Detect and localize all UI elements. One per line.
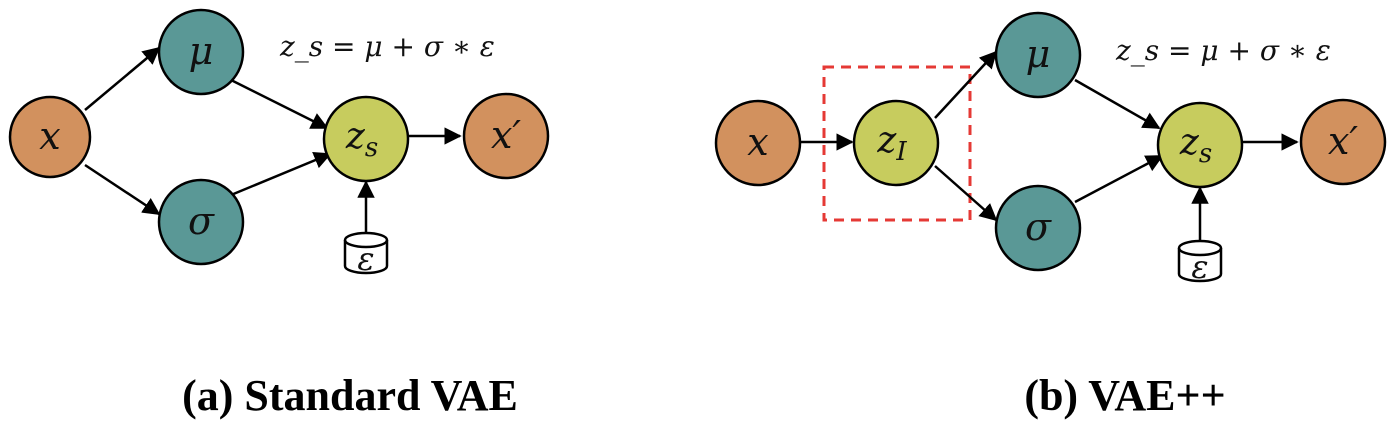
node-zs-b-circle	[1156, 101, 1244, 189]
node-sigma-b-circle	[994, 184, 1082, 272]
noise-eps-b-label: ε	[1191, 248, 1208, 286]
node-xprime-label: x′	[491, 113, 521, 157]
node-xprime-b: x′	[1299, 98, 1387, 186]
node-zs-sub: s	[365, 133, 378, 163]
node-zs-b-label: zs	[1179, 122, 1212, 169]
edge-sigma-zs-b	[1074, 154, 1164, 204]
edge-mu-zs-b	[1074, 78, 1161, 130]
node-x-label: x	[39, 114, 60, 158]
edge-x-mu	[84, 46, 161, 111]
node-mu-b-circle	[994, 11, 1082, 99]
highlight-box	[822, 65, 972, 222]
node-mu-label: μ	[189, 29, 214, 73]
node-x-b-label: x	[747, 120, 768, 164]
panel-standard-vae: x μ σ zs x′ ε z_s = μ + σ ∗ ε (a) Standa…	[8, 8, 550, 420]
node-mu-b: μ	[994, 11, 1082, 99]
node-zi-circle	[852, 99, 940, 187]
noise-eps-label: ε	[357, 240, 374, 278]
edge-zi-mu	[934, 50, 998, 119]
node-x-b-circle	[714, 99, 802, 187]
node-xprime: x′	[462, 92, 550, 180]
node-zs-b: zs	[1156, 101, 1244, 189]
node-sigma-circle	[157, 178, 245, 266]
node-x-circle	[8, 95, 92, 179]
edge-zi-sigma	[934, 165, 998, 222]
node-xprime-circle	[462, 92, 550, 180]
node-zi: zI	[852, 99, 940, 187]
caption-b: (b) VAE++	[1024, 371, 1225, 420]
caption-a: (a) Standard VAE	[182, 371, 518, 420]
edge-mu-zs	[230, 78, 329, 130]
reparam-equation: z_s = μ + σ ∗ ε	[279, 30, 495, 63]
noise-source-b-icon: ε	[1177, 239, 1223, 286]
edge-sigma-zs	[230, 151, 332, 197]
node-x-b: x	[714, 99, 802, 187]
panel-vae-plus-plus: x zI μ σ zs x′ ε z_s = μ + σ ∗ ε	[714, 11, 1387, 420]
node-mu-circle	[157, 8, 245, 96]
node-x: x	[8, 95, 92, 179]
node-zi-sub: I	[895, 137, 907, 167]
node-xprime-b-circle	[1299, 98, 1387, 186]
node-zs-main: z	[345, 116, 366, 157]
node-sigma-b: σ	[994, 184, 1082, 272]
reparam-equation-b: z_s = μ + σ ∗ ε	[1115, 34, 1331, 67]
edge-x-sigma	[84, 163, 161, 216]
node-mu: μ	[157, 8, 245, 96]
node-sigma: σ	[157, 178, 245, 266]
node-zs-b-main: z	[1179, 122, 1200, 163]
noise-source-icon: ε	[343, 231, 389, 278]
node-zs-circle	[322, 95, 410, 183]
node-zs-label: zs	[345, 116, 378, 163]
node-sigma-b-label: σ	[1025, 205, 1052, 249]
node-zs-b-sub: s	[1199, 139, 1212, 169]
node-sigma-label: σ	[188, 199, 215, 243]
node-zi-label: zI	[876, 120, 907, 167]
node-xprime-b-label: x′	[1328, 119, 1358, 163]
node-zs: zs	[322, 95, 410, 183]
node-mu-b-label: μ	[1026, 32, 1051, 76]
node-zi-main: z	[876, 120, 897, 161]
